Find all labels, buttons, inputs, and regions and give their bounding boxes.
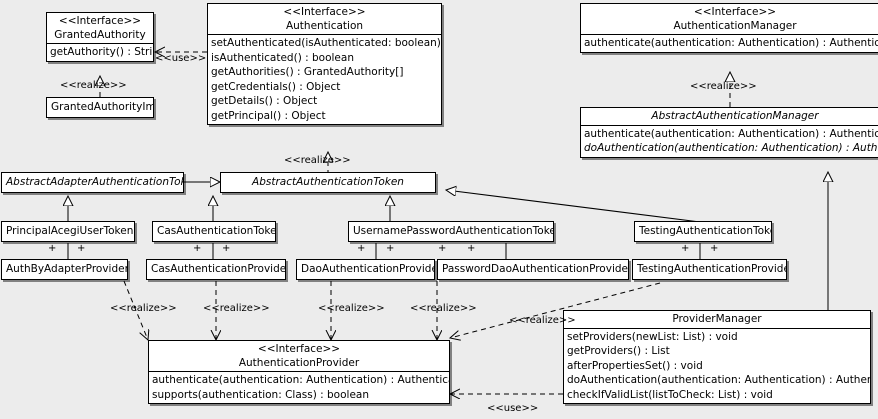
class-auth-by-adapter-provider[interactable]: AuthByAdapterProvider: [1, 259, 128, 280]
class-cas-authentication-provider[interactable]: CasAuthenticationProvider: [146, 259, 286, 280]
operation-row: authenticate(authentication: Authenticat…: [584, 127, 878, 140]
operation-row: setProviders(newList: List) : void: [567, 330, 738, 343]
class-authentication-manager[interactable]: <<Interface>> AuthenticationManager auth…: [580, 3, 878, 53]
operation-row: getCredentials() : Object: [211, 80, 341, 93]
class-name: GrantedAuthorityImpl: [51, 101, 153, 113]
operations-compartment: getAuthority() : String: [47, 43, 153, 61]
class-abstract-adapter-authentication-token[interactable]: AbstractAdapterAuthenticationToken: [1, 172, 184, 193]
class-authentication-provider[interactable]: <<Interface>> AuthenticationProvider aut…: [148, 340, 450, 404]
edge-label-use-authentication-granted-authority: <<use>>: [155, 53, 207, 64]
operation-row: doAuthentication(authentication: Authent…: [584, 142, 878, 154]
edge-label-realize-abstract-authentication-token: <<realize>>: [284, 155, 351, 166]
class-password-dao-authentication-provider[interactable]: PasswordDaoAuthenticationProvider: [437, 259, 629, 280]
multiplicity-username-password-b-right: +: [467, 243, 476, 254]
multiplicity-username-password-a-right: +: [386, 243, 395, 254]
multiplicity-username-password-b-left: +: [438, 243, 447, 254]
class-granted-authority[interactable]: <<Interface>> GrantedAuthority getAuthor…: [46, 12, 154, 62]
operation-row: authenticate(authentication: Authenticat…: [584, 37, 878, 49]
class-testing-authentication-token[interactable]: TestingAuthenticationToken: [634, 221, 772, 242]
class-header: <<Interface>> AuthenticationManager: [581, 4, 878, 34]
class-name: TestingAuthenticationProvider: [637, 263, 786, 275]
multiplicity-testing-token-left: +: [681, 243, 690, 254]
class-name: TestingAuthenticationToken: [639, 225, 771, 237]
edge-label-realize-granted-authority-impl: <<realize>>: [60, 80, 127, 91]
multiplicity-cas-token-left: +: [193, 243, 202, 254]
class-cas-authentication-token[interactable]: CasAuthenticationToken: [152, 221, 276, 242]
operation-row: doAuthentication(authentication: Authent…: [567, 374, 870, 386]
operation-row: getPrincipal() : Object: [211, 109, 326, 122]
class-name: GrantedAuthority: [54, 28, 146, 41]
class-authentication[interactable]: <<Interface>> Authentication setAuthenti…: [207, 3, 442, 125]
class-name: AuthByAdapterProvider: [6, 263, 127, 275]
multiplicity-username-password-a-left: +: [357, 243, 366, 254]
class-abstract-authentication-token[interactable]: AbstractAuthenticationToken: [220, 172, 436, 193]
class-name: AbstractAuthenticationManager: [651, 110, 819, 122]
class-name: CasAuthenticationToken: [157, 225, 275, 237]
operation-row: supports(authentication: Class) : boolea…: [152, 388, 369, 401]
multiplicity-principal-acegi-left: +: [48, 243, 57, 254]
class-header: <<Interface>> Authentication: [208, 4, 441, 34]
class-header: <<Interface>> GrantedAuthority: [47, 13, 153, 43]
edge-label-use-provider-manager: <<use>>: [487, 403, 539, 414]
operation-row: authenticate(authentication: Authenticat…: [152, 374, 449, 386]
class-header: ProviderManager: [564, 311, 870, 328]
multiplicity-principal-acegi-right: +: [77, 243, 86, 254]
class-name: ProviderManager: [672, 313, 762, 325]
stereotype-label: <<Interface>>: [257, 343, 341, 355]
operations-compartment: authenticate(authentication: Authenticat…: [581, 124, 878, 157]
class-principal-acegi-user-token[interactable]: PrincipalAcegiUserToken: [1, 221, 135, 242]
edge-label-realize-cas-authentication-provider: <<realize>>: [203, 303, 270, 314]
class-name: DaoAuthenticationProvider: [301, 263, 434, 275]
multiplicity-cas-token-right: +: [222, 243, 231, 254]
class-name: AbstractAdapterAuthenticationToken: [6, 176, 183, 188]
class-dao-authentication-provider[interactable]: DaoAuthenticationProvider: [296, 259, 435, 280]
class-granted-authority-impl[interactable]: GrantedAuthorityImpl: [46, 97, 154, 118]
multiplicity-testing-token-right: +: [710, 243, 719, 254]
class-name: PasswordDaoAuthenticationProvider: [442, 263, 628, 275]
edge-label-realize-testing-authentication-provider: <<realize>>: [509, 315, 576, 326]
class-abstract-authentication-manager[interactable]: AbstractAuthenticationManager authentica…: [580, 107, 878, 158]
operations-compartment: setProviders(newList: List) : void getPr…: [564, 327, 870, 404]
stereotype-label: <<Interface>>: [283, 6, 366, 18]
class-provider-manager[interactable]: ProviderManager setProviders(newList: Li…: [563, 310, 871, 404]
class-testing-authentication-provider[interactable]: TestingAuthenticationProvider: [632, 259, 787, 280]
class-name: AuthenticationProvider: [238, 356, 360, 369]
operation-row: afterPropertiesSet() : void: [567, 359, 703, 372]
class-name: UsernamePasswordAuthenticationToken: [353, 225, 553, 237]
edge-label-realize-password-dao-authentication-provider: <<realize>>: [410, 303, 477, 314]
class-name: AuthenticationManager: [673, 19, 797, 32]
operations-compartment: authenticate(authentication: Authenticat…: [149, 371, 449, 403]
edge-label-realize-abstract-authentication-manager: <<realize>>: [690, 81, 757, 92]
class-name: Authentication: [285, 19, 364, 32]
operations-compartment: setAuthenticated(isAuthenticated: boolea…: [208, 34, 441, 124]
class-name: CasAuthenticationProvider: [151, 263, 285, 275]
operation-row: getDetails() : Object: [211, 95, 318, 107]
edge-label-realize-dao-authentication-provider: <<realize>>: [318, 303, 385, 314]
stereotype-label: <<Interface>>: [58, 15, 142, 27]
class-name: PrincipalAcegiUserToken: [6, 225, 134, 237]
operation-row: isAuthenticated() : boolean: [211, 51, 354, 64]
operation-row: getProviders() : List: [567, 345, 670, 357]
stereotype-label: <<Interface>>: [693, 6, 777, 18]
class-username-password-authentication-token[interactable]: UsernamePasswordAuthenticationToken: [348, 221, 554, 242]
operation-row: getAuthorities() : GrantedAuthority[]: [211, 66, 404, 78]
operation-row: checkIfValidList(listToCheck: List) : vo…: [567, 388, 773, 401]
operation-row: setAuthenticated(isAuthenticated: boolea…: [211, 37, 441, 49]
operation-row: getAuthority() : String: [50, 46, 153, 58]
class-header: AbstractAuthenticationManager: [581, 108, 878, 125]
class-name: AbstractAuthenticationToken: [252, 176, 404, 188]
edge-label-realize-auth-by-adapter-provider: <<realize>>: [110, 303, 177, 314]
class-header: <<Interface>> AuthenticationProvider: [149, 341, 449, 371]
operations-compartment: authenticate(authentication: Authenticat…: [581, 34, 878, 52]
